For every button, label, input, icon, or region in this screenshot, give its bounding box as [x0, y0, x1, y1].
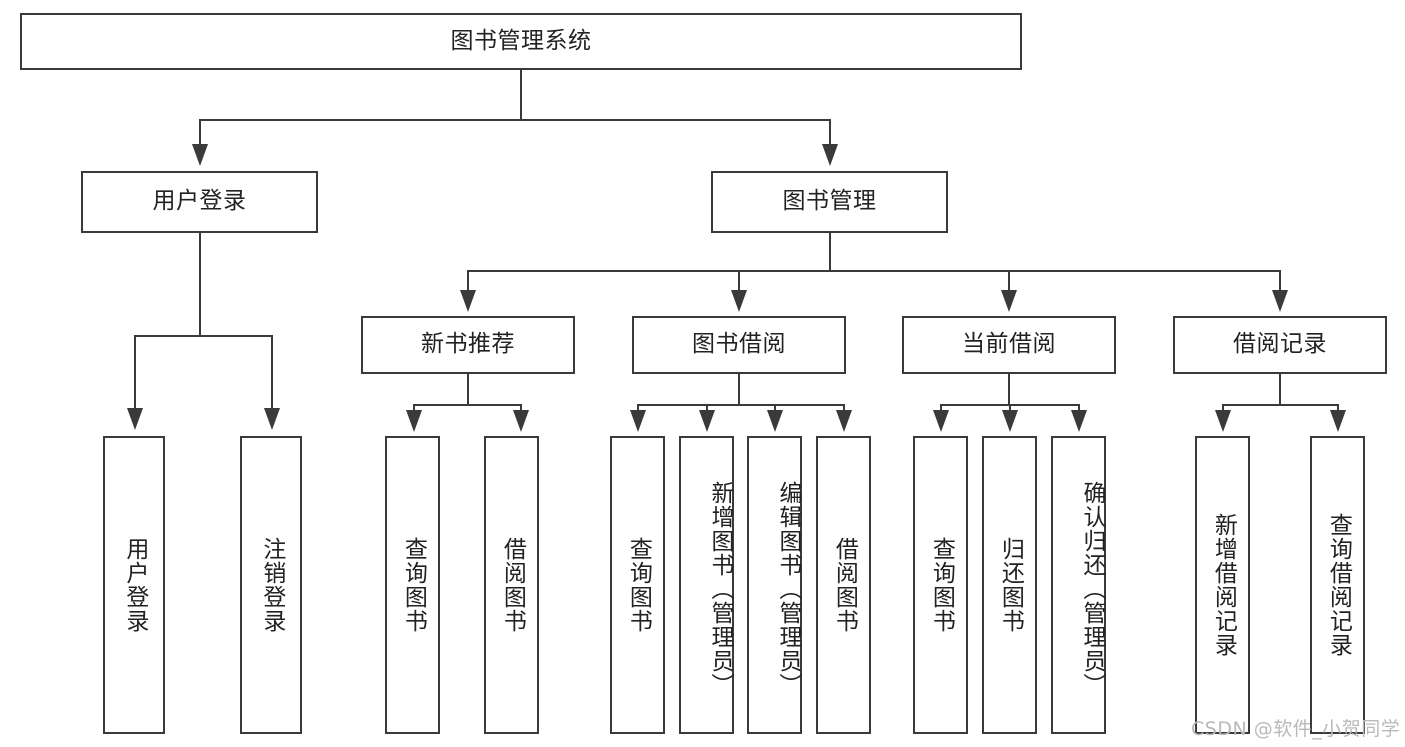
connector-bookborrow-stem	[738, 374, 740, 405]
connector-root-stem	[520, 70, 522, 120]
connector-borrowrecord-to-leaf2	[1337, 404, 1339, 412]
connector-bookmgmt-to-borrow-record	[1279, 270, 1281, 292]
arrow-to-current-borrow	[1001, 290, 1017, 312]
connector-newbook-to-leaf2	[520, 404, 522, 412]
arrow-to-leaf-query-record	[1330, 410, 1346, 432]
connector-userlogin-to-leaf2	[271, 335, 273, 410]
node-book-management[interactable]: 图书管理	[711, 171, 948, 233]
connector-currentborrow-to-leaf2	[1009, 404, 1011, 412]
leaf-confirm-return-label: 确认归还（管理员）	[1079, 481, 1105, 697]
node-current-borrow-label: 当前借阅	[962, 331, 1056, 358]
connector-userlogin-bus	[134, 335, 272, 337]
leaf-user-login[interactable]: 用户登录	[103, 436, 165, 734]
arrow-root-to-user-login	[192, 144, 208, 166]
leaf-edit-book-label: 编辑图书（管理员）	[775, 481, 801, 697]
leaf-query-book-2-label: 查询图书	[625, 537, 652, 633]
connector-bookmgmt-to-new-book	[467, 270, 469, 292]
leaf-query-book-1[interactable]: 查询图书	[385, 436, 440, 734]
connector-bookborrow-bus	[637, 404, 845, 406]
arrow-to-leaf-user-logout	[264, 408, 280, 430]
arrow-to-leaf-borrow-book-2	[836, 410, 852, 432]
leaf-query-book-3-label: 查询图书	[928, 537, 955, 633]
arrow-to-borrow-record	[1272, 290, 1288, 312]
connector-bookborrow-to-leaf3	[774, 404, 776, 412]
leaf-add-record[interactable]: 新增借阅记录	[1195, 436, 1250, 734]
connector-currentborrow-to-leaf3	[1078, 404, 1080, 412]
arrow-to-leaf-query-book-3	[933, 410, 949, 432]
leaf-return-book-label: 归还图书	[997, 537, 1024, 633]
connector-bookborrow-to-leaf4	[843, 404, 845, 412]
node-user-login-label: 用户登录	[152, 188, 247, 215]
leaf-user-logout-label: 注销登录	[258, 537, 285, 633]
connector-bookborrow-to-leaf2	[706, 404, 708, 412]
node-current-borrow[interactable]: 当前借阅	[902, 316, 1116, 374]
connector-borrowrecord-stem	[1279, 374, 1281, 405]
leaf-user-login-label: 用户登录	[121, 537, 148, 633]
connector-currentborrow-stem	[1008, 374, 1010, 405]
connector-bookmgmt-bus	[467, 270, 1280, 272]
leaf-query-book-2[interactable]: 查询图书	[610, 436, 665, 734]
leaf-confirm-return[interactable]: 确认归还（管理员）	[1051, 436, 1106, 734]
connector-bookmgmt-to-book-borrow	[738, 270, 740, 292]
arrow-to-leaf-query-book-2	[630, 410, 646, 432]
leaf-borrow-book-1-label: 借阅图书	[499, 537, 526, 633]
arrow-to-new-book-recommend	[460, 290, 476, 312]
leaf-borrow-book-2[interactable]: 借阅图书	[816, 436, 871, 734]
arrow-to-leaf-confirm-return	[1071, 410, 1087, 432]
arrow-to-leaf-edit-book	[767, 410, 783, 432]
node-book-borrow-label: 图书借阅	[692, 331, 786, 358]
leaf-borrow-book-2-label: 借阅图书	[831, 537, 858, 633]
leaf-add-book-label: 新增图书（管理员）	[707, 481, 733, 697]
arrow-to-leaf-add-book	[699, 410, 715, 432]
connector-userlogin-stem	[199, 233, 201, 336]
connector-newbook-stem	[467, 374, 469, 405]
connector-bookborrow-to-leaf1	[637, 404, 639, 412]
leaf-user-logout[interactable]: 注销登录	[240, 436, 302, 734]
node-new-book-recommend-label: 新书推荐	[421, 331, 515, 358]
connector-newbook-to-leaf1	[413, 404, 415, 412]
arrow-to-leaf-add-record	[1215, 410, 1231, 432]
arrow-to-leaf-query-book-1	[406, 410, 422, 432]
connector-root-to-book-management	[829, 119, 831, 146]
arrow-root-to-book-management	[822, 144, 838, 166]
connector-bookmgmt-stem	[829, 233, 831, 271]
node-user-login[interactable]: 用户登录	[81, 171, 318, 233]
arrow-to-book-borrow	[731, 290, 747, 312]
connector-bookmgmt-to-current-borrow	[1008, 270, 1010, 292]
arrow-to-leaf-return-book	[1002, 410, 1018, 432]
leaf-query-book-1-label: 查询图书	[400, 537, 427, 633]
node-borrow-record-label: 借阅记录	[1233, 331, 1327, 358]
connector-root-to-user-login	[199, 119, 201, 146]
node-root-label: 图书管理系统	[450, 27, 592, 54]
node-borrow-record[interactable]: 借阅记录	[1173, 316, 1387, 374]
node-new-book-recommend[interactable]: 新书推荐	[361, 316, 575, 374]
arrow-to-leaf-borrow-book-1	[513, 410, 529, 432]
connector-borrowrecord-to-leaf1	[1222, 404, 1224, 412]
leaf-query-record[interactable]: 查询借阅记录	[1310, 436, 1365, 734]
connector-currentborrow-to-leaf1	[940, 404, 942, 412]
connector-userlogin-to-leaf1	[134, 335, 136, 410]
connector-newbook-bus	[413, 404, 521, 406]
node-book-borrow[interactable]: 图书借阅	[632, 316, 846, 374]
connector-root-bus	[199, 119, 830, 121]
watermark-text: CSDN @软件_小贺同学	[1191, 718, 1401, 740]
leaf-add-record-label: 新增借阅记录	[1210, 513, 1237, 657]
leaf-return-book[interactable]: 归还图书	[982, 436, 1037, 734]
leaf-query-book-3[interactable]: 查询图书	[913, 436, 968, 734]
arrow-to-leaf-user-login	[127, 408, 143, 430]
leaf-borrow-book-1[interactable]: 借阅图书	[484, 436, 539, 734]
leaf-add-book[interactable]: 新增图书（管理员）	[679, 436, 734, 734]
node-root[interactable]: 图书管理系统	[20, 13, 1022, 70]
leaf-edit-book[interactable]: 编辑图书（管理员）	[747, 436, 802, 734]
leaf-query-record-label: 查询借阅记录	[1325, 513, 1352, 657]
node-book-management-label: 图书管理	[782, 188, 877, 215]
connector-borrowrecord-bus	[1222, 404, 1338, 406]
